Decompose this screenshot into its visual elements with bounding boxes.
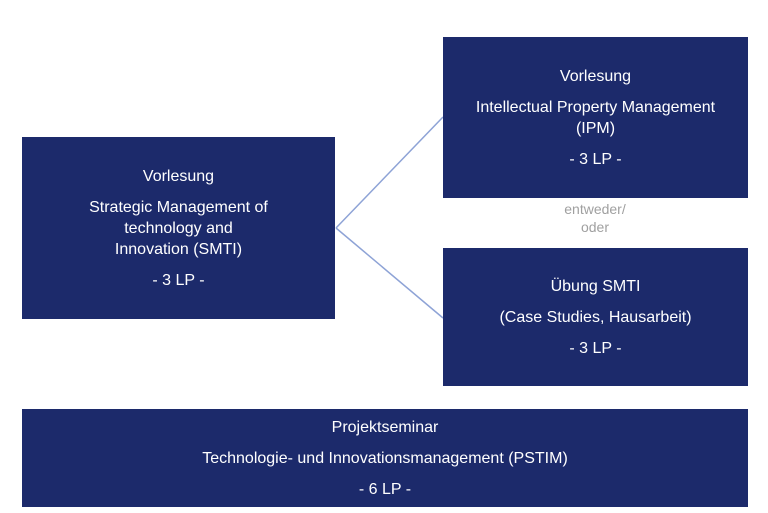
choice-label: entweder/ oder [520,200,670,236]
ipm-lecture-type: Vorlesung [559,67,632,85]
connector-line-to-ipm [335,116,444,229]
smti-exercise-subtitle: (Case Studies, Hausarbeit) [499,308,692,326]
smti-lecture-title-line1: Strategic Management of [89,198,268,216]
choice-label-line1: entweder/ [564,201,626,217]
smti-lecture-title-line3: Innovation (SMTI) [114,240,243,258]
pstim-box: Projektseminar Technologie- und Innovati… [22,409,748,507]
ipm-lecture-credits: - 3 LP - [569,150,622,168]
connector-line-to-exercise [335,227,444,319]
smti-exercise-title: Übung SMTI [550,277,641,295]
smti-lecture-title-line2: technology and [124,219,233,237]
choice-label-line2: oder [580,219,610,235]
smti-lecture-type: Vorlesung [142,167,215,185]
ipm-lecture-title-line1: Intellectual Property Management [475,98,716,116]
ipm-lecture-box: Vorlesung Intellectual Property Manageme… [443,37,748,198]
smti-lecture-box: Vorlesung Strategic Management of techno… [22,137,335,319]
smti-exercise-box: Übung SMTI (Case Studies, Hausarbeit) - … [443,248,748,386]
smti-lecture-credits: - 3 LP - [152,271,205,289]
pstim-title: Technologie- und Innovationsmanagement (… [202,449,568,467]
pstim-credits: - 6 LP - [358,480,412,498]
pstim-type: Projektseminar [331,418,439,436]
smti-exercise-credits: - 3 LP - [569,339,622,357]
ipm-lecture-title-line2: (IPM) [575,119,616,137]
